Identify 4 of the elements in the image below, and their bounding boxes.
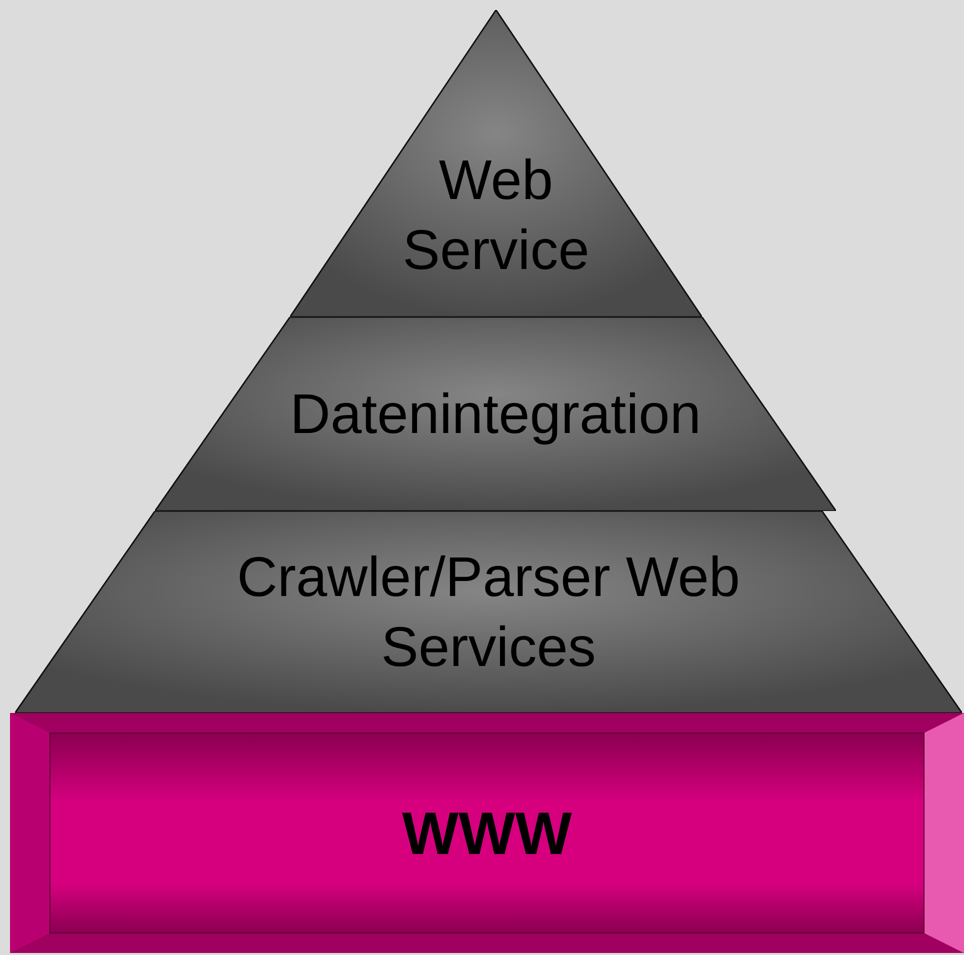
tier-label: Datenintegration bbox=[290, 381, 701, 447]
slab-label: WWW bbox=[402, 798, 572, 868]
tier-label: Web Service bbox=[402, 147, 590, 283]
tier-label: Crawler/Parser Web Services bbox=[236, 544, 742, 680]
